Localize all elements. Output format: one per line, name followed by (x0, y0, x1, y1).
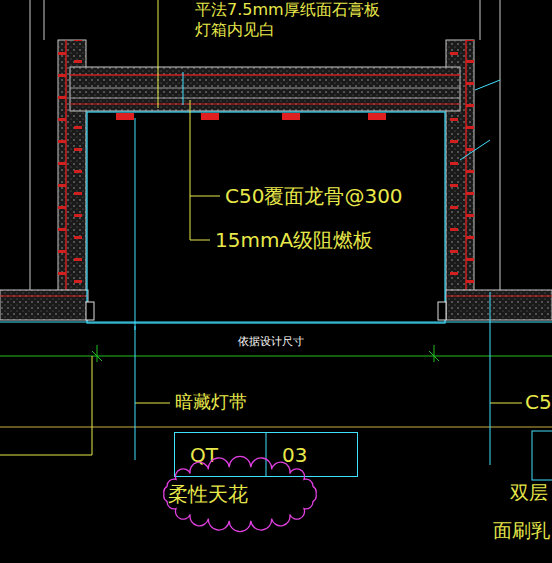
material-note: 平法7.5mm厚纸面石膏板 (195, 1, 380, 19)
dimension-line (0, 356, 552, 357)
side-ceiling (0, 290, 88, 320)
leader-line (135, 72, 552, 480)
revision-cloud: 柔性天花 (160, 463, 320, 525)
tag-box: QT 03 (174, 432, 358, 477)
hidden-light-strip (86, 302, 446, 320)
material-note: 双层 (510, 482, 548, 503)
leader-line (0, 0, 522, 455)
material-note: C50覆面龙骨@300 (225, 185, 403, 207)
material-note: 面刷乳 (493, 520, 550, 541)
material-note: 灯箱内见白 (195, 21, 275, 39)
dimension-text: 依据设计尺寸 (238, 336, 304, 348)
ceiling-board (70, 67, 460, 111)
tag-text: 03 (282, 444, 307, 466)
material-note: C5 (525, 391, 552, 413)
light-box (87, 112, 445, 323)
material-note: 暗藏灯带 (175, 392, 247, 412)
material-note: 15mmA级阻燃板 (215, 229, 373, 251)
tag-text: 柔性天花 (168, 483, 248, 505)
light-fixture (116, 113, 386, 120)
tag-text: QT (190, 444, 218, 466)
side-ceiling (446, 290, 552, 320)
